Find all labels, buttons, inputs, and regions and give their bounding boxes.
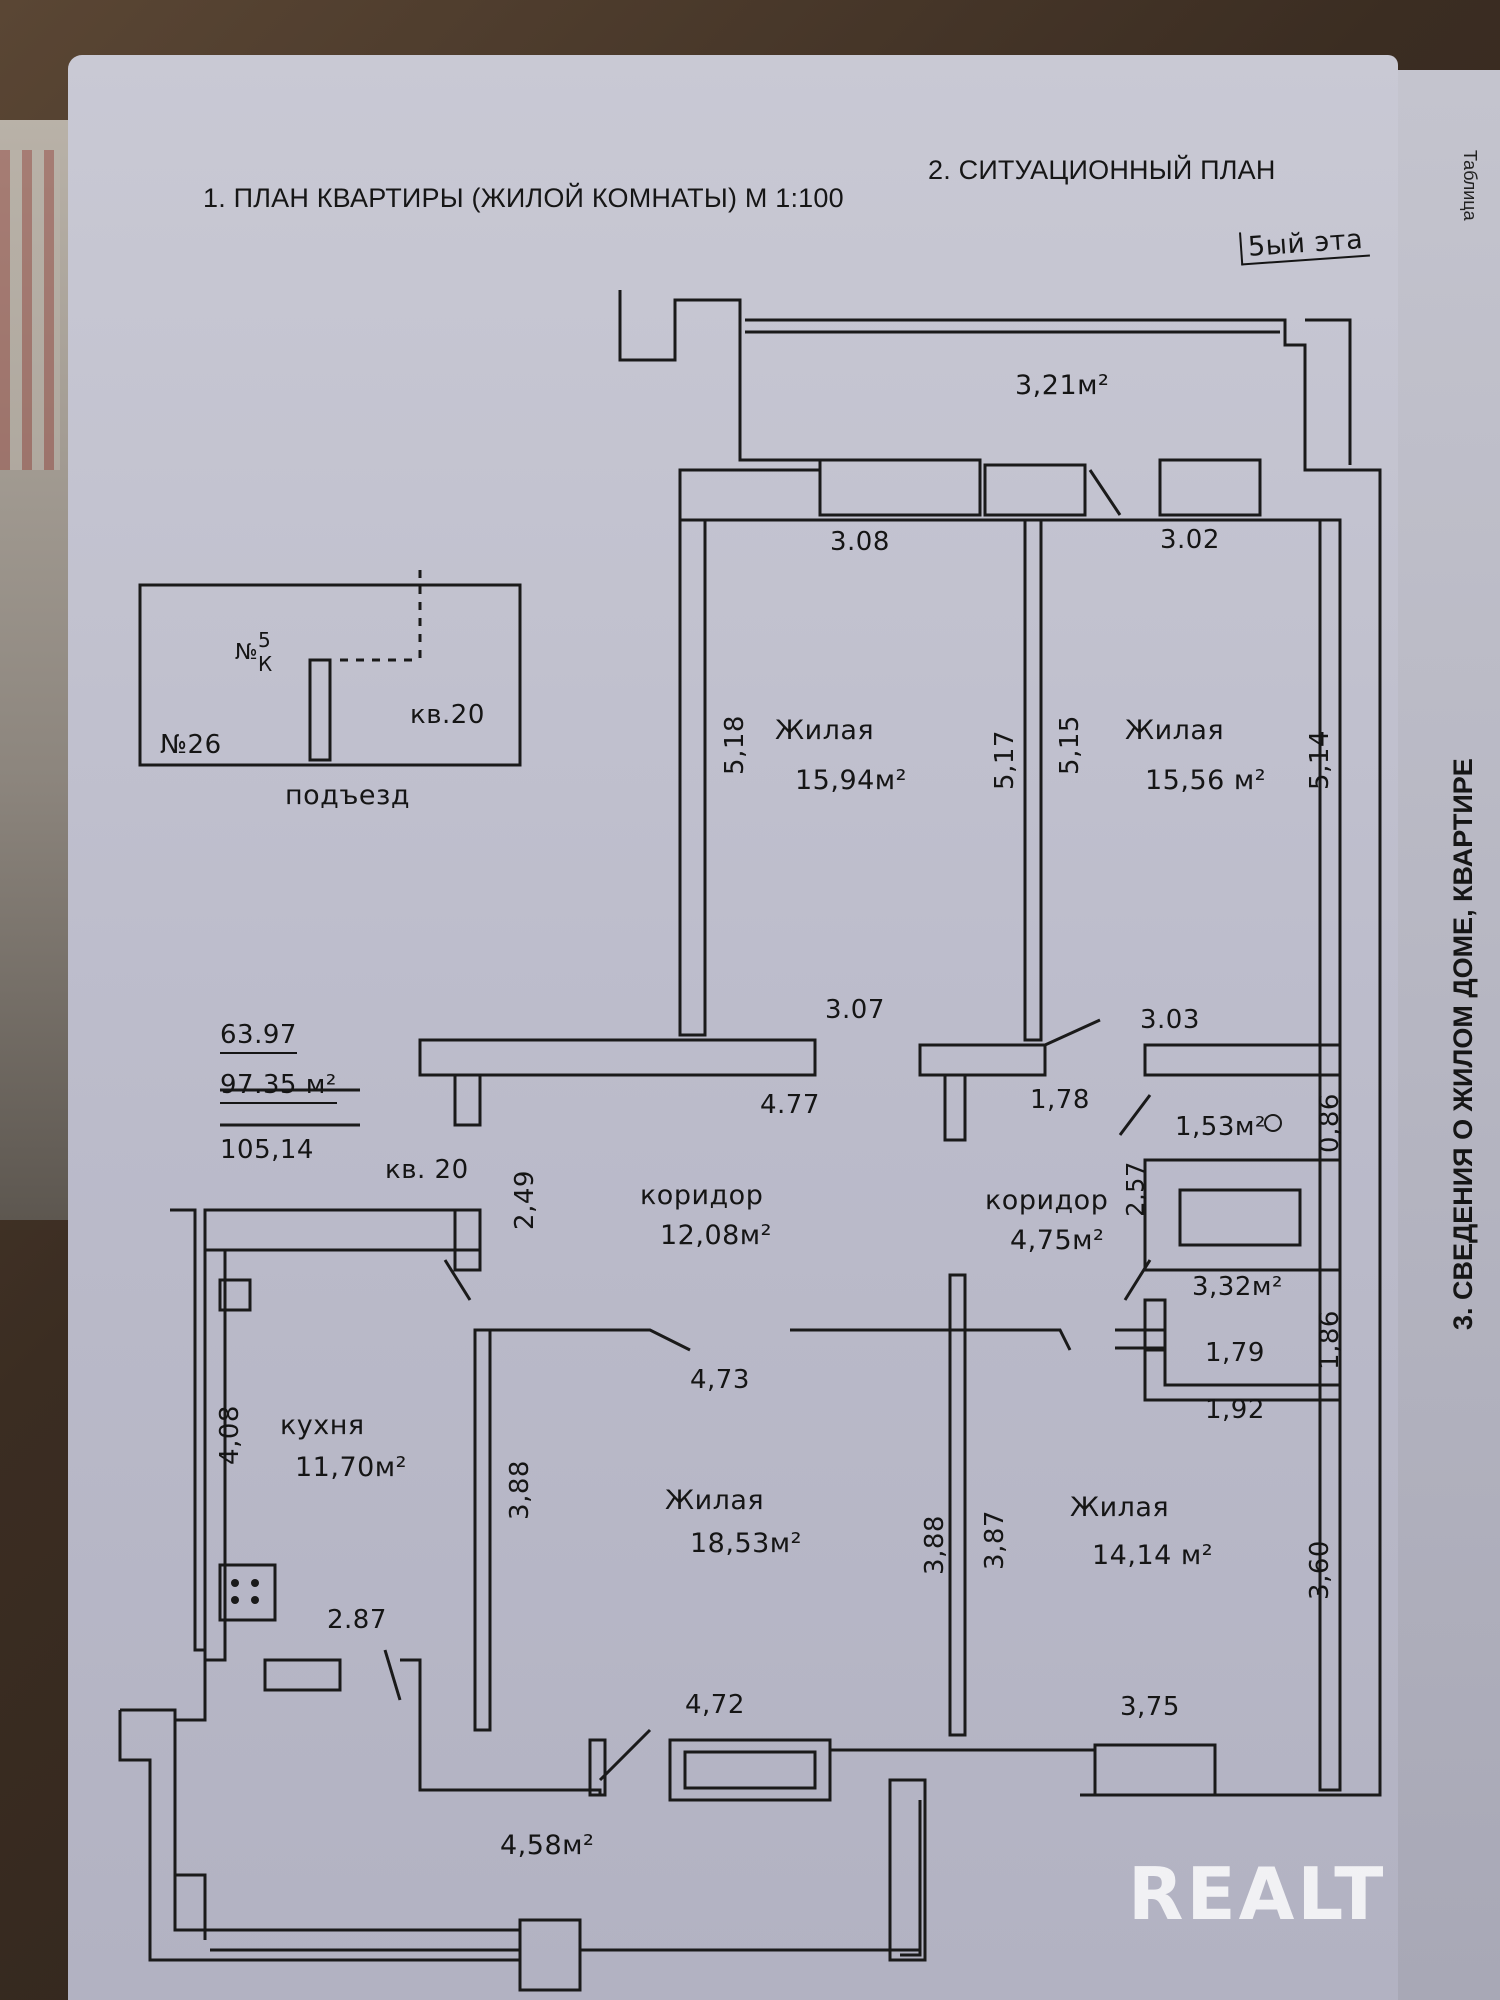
- total-area-unit: м²: [305, 1070, 337, 1100]
- dim-2-57: 2,57: [1121, 1161, 1150, 1217]
- dim-5-15: 5,15: [1054, 715, 1085, 775]
- dim-3-03: 3.03: [1140, 1005, 1200, 1035]
- dim-1-92: 1,92: [1205, 1395, 1265, 1425]
- balcony-top-area: 3,21м²: [1015, 370, 1110, 401]
- living3-name: Жилая: [665, 1485, 765, 1516]
- apt-label: кв. 20: [385, 1155, 469, 1185]
- bath-area: 3,32м²: [1192, 1272, 1283, 1302]
- dim-3-60: 3,60: [1304, 1540, 1335, 1600]
- living3-area: 18,53м²: [690, 1528, 802, 1559]
- situation-fraction-top: 5: [258, 628, 272, 652]
- dim-4-77: 4.77: [760, 1090, 820, 1120]
- total-area-value: 97.35: [220, 1070, 297, 1100]
- wc-area: 1,53м²: [1175, 1112, 1266, 1142]
- situation-apt: кв.20: [410, 700, 485, 730]
- dim-1-78: 1,78: [1030, 1085, 1090, 1115]
- dim-4-72: 4,72: [685, 1690, 745, 1720]
- situation-title: 2. СИТУАЦИОННЫЙ ПЛАН: [928, 155, 1276, 185]
- living2-name: Жилая: [1125, 715, 1225, 746]
- situation-entrance: подъезд: [285, 780, 411, 811]
- situation-house-number: №26: [160, 730, 222, 760]
- dim-3-08: 3.08: [830, 527, 890, 557]
- corridor2-area: 4,75м²: [1010, 1225, 1105, 1256]
- dim-3-07: 3.07: [825, 995, 885, 1025]
- situation-fraction-prefix: №: [235, 640, 259, 665]
- dim-4-73: 4,73: [690, 1365, 750, 1395]
- living4-area: 14,14 м²: [1092, 1540, 1214, 1571]
- plan-title: 1. ПЛАН КВАРТИРЫ (ЖИЛОЙ КОМНАТЫ) М 1:100: [203, 183, 844, 213]
- kitchen-name: кухня: [280, 1410, 365, 1441]
- total-area: 97.35 м²: [220, 1070, 337, 1104]
- living1-name: Жилая: [775, 715, 875, 746]
- dim-1-86: 1,86: [1314, 1310, 1345, 1370]
- dim-3-02: 3.02: [1160, 525, 1220, 555]
- dim-4-08: 4,08: [214, 1405, 245, 1465]
- background-pattern: [0, 150, 60, 470]
- situation-fraction-bottom: К: [258, 652, 273, 676]
- corridor2-name: коридор: [985, 1185, 1109, 1216]
- total-living-area: 63.97: [220, 1020, 297, 1054]
- dim-0-86: 0,86: [1314, 1093, 1345, 1153]
- realt-watermark: REALT: [1128, 1852, 1387, 1936]
- dim-5-18: 5,18: [719, 715, 750, 775]
- living1-area: 15,94м²: [795, 765, 907, 796]
- dim-3-88-a: 3,88: [504, 1460, 535, 1520]
- living2-area: 15,56 м²: [1145, 765, 1267, 796]
- dim-3-75: 3,75: [1120, 1692, 1180, 1722]
- dim-5-17: 5,17: [989, 730, 1020, 790]
- dim-5-14: 5,14: [1304, 730, 1335, 790]
- total-with-balcony: 105,14: [220, 1135, 314, 1165]
- next-page-edge: [1395, 70, 1500, 2000]
- dim-2-49: 2,49: [509, 1170, 540, 1230]
- balcony-bottom-area: 4,58м²: [500, 1830, 595, 1861]
- dim-3-87: 3,87: [979, 1510, 1010, 1570]
- corridor1-area: 12,08м²: [660, 1220, 772, 1251]
- document-page: [68, 55, 1398, 2000]
- dim-2-87: 2.87: [327, 1605, 387, 1635]
- dim-3-88-b: 3,88: [919, 1515, 950, 1575]
- kitchen-area: 11,70м²: [295, 1452, 407, 1483]
- corridor1-name: коридор: [640, 1180, 764, 1211]
- dim-1-79: 1,79: [1205, 1338, 1265, 1368]
- living4-name: Жилая: [1070, 1492, 1170, 1523]
